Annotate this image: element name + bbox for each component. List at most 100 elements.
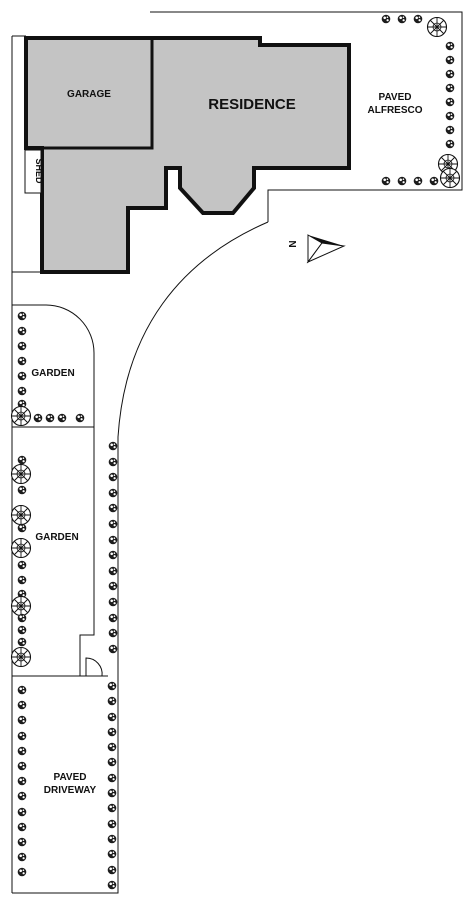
tree-icon (10, 463, 32, 485)
driveway-label-line2: DRIVEWAY (44, 785, 97, 796)
shrub-icon (381, 176, 391, 186)
shrub-icon (17, 807, 27, 817)
shrub-icon (107, 742, 117, 752)
north-label: N (288, 240, 299, 247)
shed-label: SHED (34, 158, 44, 184)
shrub-icon (17, 455, 27, 465)
shrub-icon (107, 727, 117, 737)
tree-icon (426, 16, 448, 38)
tree-icon (10, 537, 32, 559)
shrub-icon (107, 696, 117, 706)
shrub-icon (108, 457, 118, 467)
tree-icon (10, 646, 32, 668)
shrub-icon (17, 837, 27, 847)
shrub-icon (445, 111, 455, 121)
shrub-icon (17, 761, 27, 771)
property-boundary (11, 11, 463, 894)
tree-icon (439, 167, 461, 189)
shrub-icon (413, 14, 423, 24)
shrub-icon (17, 867, 27, 877)
shrub-icon (17, 852, 27, 862)
shrub-icon (107, 834, 117, 844)
shrub-icon (57, 413, 67, 423)
shrub-icon (17, 523, 27, 533)
shrub-icon (17, 791, 27, 801)
shrub-icon (17, 637, 27, 647)
shrub-icon (107, 773, 117, 783)
shrub-icon (108, 503, 118, 513)
shrub-icon (17, 386, 27, 396)
shrub-icon (445, 55, 455, 65)
shrub-icon (17, 613, 27, 623)
shrub-icon (17, 731, 27, 741)
tree-icon (10, 595, 32, 617)
shrub-icon (17, 700, 27, 710)
shrub-icon (381, 14, 391, 24)
shrub-icon (108, 597, 118, 607)
shrub-icon (107, 788, 117, 798)
shrub-icon (108, 581, 118, 591)
shrub-icon (107, 880, 117, 890)
shrub-icon (33, 413, 43, 423)
alfresco-label-line2: ALFRESCO (368, 105, 423, 116)
garage-label: GARAGE (67, 89, 111, 100)
shrub-icon (17, 371, 27, 381)
north-arrow-icon (306, 234, 346, 264)
shrub-icon (413, 176, 423, 186)
residence-label: RESIDENCE (208, 96, 296, 113)
shrub-icon (108, 613, 118, 623)
residence-building (24, 36, 351, 274)
shrub-icon (445, 125, 455, 135)
shrub-icon (397, 176, 407, 186)
shrub-icon (108, 472, 118, 482)
garden-lower-label: GARDEN (35, 532, 78, 543)
garden-upper-label: GARDEN (31, 368, 74, 379)
shrub-icon (107, 819, 117, 829)
shrub-icon (108, 441, 118, 451)
shrub-icon (17, 776, 27, 786)
shrub-icon (107, 757, 117, 767)
shrub-icon (107, 681, 117, 691)
shrub-icon (17, 326, 27, 336)
garage-wall (26, 38, 154, 150)
shrub-icon (108, 550, 118, 560)
alfresco-label-line1: PAVED (379, 92, 412, 103)
shrub-icon (17, 715, 27, 725)
shrub-icon (107, 849, 117, 859)
shed (24, 149, 42, 194)
shrub-icon (17, 685, 27, 695)
shrub-icon (445, 139, 455, 149)
shrub-icon (397, 14, 407, 24)
shrub-icon (17, 560, 27, 570)
driveway-label-line1: PAVED (54, 772, 87, 783)
shrub-icon (445, 41, 455, 51)
shrub-icon (17, 341, 27, 351)
shrub-icon (108, 628, 118, 638)
shrub-icon (107, 712, 117, 722)
shrub-icon (17, 356, 27, 366)
shrub-icon (108, 535, 118, 545)
gate-icon (85, 657, 103, 677)
shrub-icon (17, 575, 27, 585)
shrub-icon (108, 519, 118, 529)
shrub-icon (107, 865, 117, 875)
driveway-curve (117, 221, 269, 438)
tree-icon (10, 405, 32, 427)
shrub-icon (107, 803, 117, 813)
shrub-icon (17, 822, 27, 832)
shrub-icon (445, 83, 455, 93)
shrub-icon (429, 176, 439, 186)
shrub-icon (108, 488, 118, 498)
shrub-icon (17, 746, 27, 756)
shrub-icon (445, 69, 455, 79)
shrub-icon (45, 413, 55, 423)
shrub-icon (108, 566, 118, 576)
tree-icon (10, 504, 32, 526)
shrub-icon (108, 644, 118, 654)
shrub-icon (17, 625, 27, 635)
shrub-icon (75, 413, 85, 423)
shrub-icon (445, 97, 455, 107)
shrub-icon (17, 311, 27, 321)
shrub-icon (17, 485, 27, 495)
